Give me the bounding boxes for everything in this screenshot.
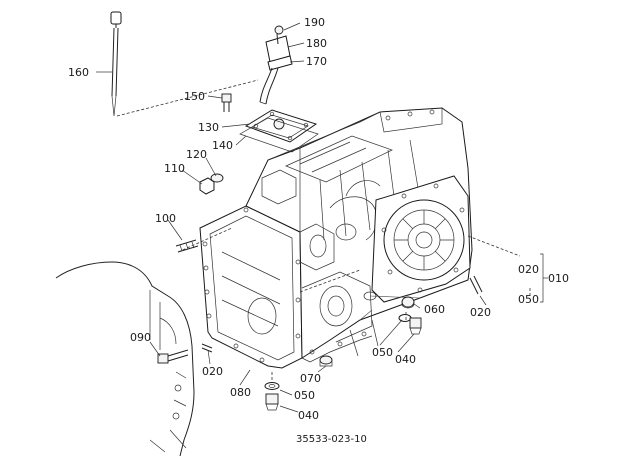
callout-050-bottom: 050 [294, 389, 315, 402]
callout-020-right: 020 [518, 263, 539, 276]
callout-060: 060 [424, 303, 445, 316]
callout-120: 120 [186, 148, 207, 161]
callout-040-mid: 040 [395, 353, 416, 366]
callout-180: 180 [306, 37, 327, 50]
callout-170: 170 [306, 55, 327, 68]
callout-050-right: 050 [518, 293, 539, 306]
transmission-case [199, 107, 473, 369]
callout-190: 190 [304, 16, 325, 29]
callout-140: 140 [212, 139, 233, 152]
leader-lines [96, 22, 548, 413]
callout-labels: 190 180 170 160 150 130 140 120 110 100 … [68, 16, 569, 445]
callout-040-bottom: 040 [298, 409, 319, 422]
callout-100: 100 [155, 212, 176, 225]
callout-050-mid: 050 [372, 346, 393, 359]
callout-010: 010 [548, 272, 569, 285]
breather-assembly [259, 25, 293, 105]
callout-070: 070 [300, 372, 321, 385]
callout-130: 130 [198, 121, 219, 134]
callout-110: 110 [164, 162, 185, 175]
callout-090: 090 [130, 331, 151, 344]
dipstick [110, 11, 259, 117]
top-cover-plate [239, 109, 319, 153]
adjacent-housing-outline [55, 261, 195, 457]
callout-080: 080 [230, 386, 251, 399]
callout-150: 150 [184, 90, 205, 103]
figure-code: 35533-023-10 [296, 434, 367, 445]
hardware-parts [157, 93, 521, 411]
callout-020-mid: 020 [470, 306, 491, 319]
callout-160: 160 [68, 66, 89, 79]
callout-020-left: 020 [202, 365, 223, 378]
